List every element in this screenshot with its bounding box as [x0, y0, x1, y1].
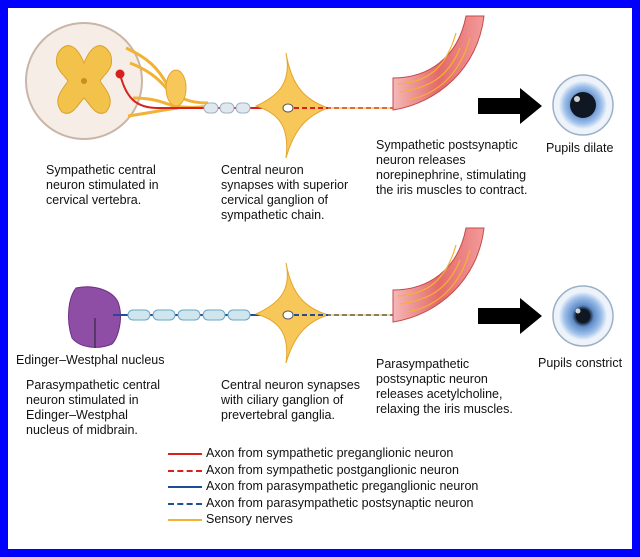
legend-label: Axon from parasympathetic preganglionic … [206, 479, 479, 493]
legend-label: Axon from sympathetic preganglionic neur… [206, 446, 454, 460]
arrow-bottom [478, 298, 542, 334]
legend-label: Axon from sympathetic postganglionic neu… [206, 462, 459, 477]
caption-pupils-dilate: Pupils dilate [546, 141, 614, 155]
diagram-frame: Sympathetic central neuron stimulated in… [8, 8, 632, 549]
legend-swatch [168, 486, 202, 488]
synapse-top [282, 103, 294, 113]
caption-sympathetic-postsynaptic: Sympathetic postsynaptic neuron releases… [376, 138, 528, 197]
legend-swatch [168, 453, 202, 455]
arrow-top [478, 88, 542, 124]
caption-parasympathetic-central: Parasympathetic central neuron stimulate… [26, 378, 161, 437]
synapse-bottom [282, 310, 294, 320]
caption-pupils-constrict: Pupils constrict [538, 356, 623, 370]
caption-parasympathetic-postsynaptic: Parasympathetic postsynaptic neuron rele… [376, 357, 513, 416]
caption-sympathetic-central: Sympathetic central neuron stimulated in… [46, 163, 159, 207]
dorsal-root-ganglion [165, 69, 187, 107]
legend-label: Axon from parasympathetic postsynaptic n… [206, 495, 474, 510]
sympathetic-central-neuron [115, 69, 125, 79]
iris-muscle-top [392, 15, 485, 111]
myelin-sheath-top [203, 102, 251, 114]
legend-swatch [168, 502, 202, 505]
eye-constricted [552, 285, 614, 347]
edinger-westphal-nucleus-shape [68, 286, 121, 348]
legend-swatch [168, 519, 202, 521]
spinal-cord-cross-section [25, 22, 143, 140]
legend-label: Sensory nerves [206, 512, 293, 526]
caption-sympathetic-synapse: Central neuron synapses with superior ce… [221, 163, 349, 222]
caption-parasympathetic-synapse: Central neuron synapses with ciliary gan… [221, 378, 360, 422]
iris-muscle-bottom [392, 227, 485, 323]
eye-dilated [552, 74, 614, 136]
legend-swatch [168, 469, 202, 472]
myelin-sheath-bottom [127, 309, 251, 321]
label-edinger-westphal-nucleus: Edinger–Westphal nucleus [16, 353, 165, 367]
diagram-canvas [25, 15, 614, 364]
